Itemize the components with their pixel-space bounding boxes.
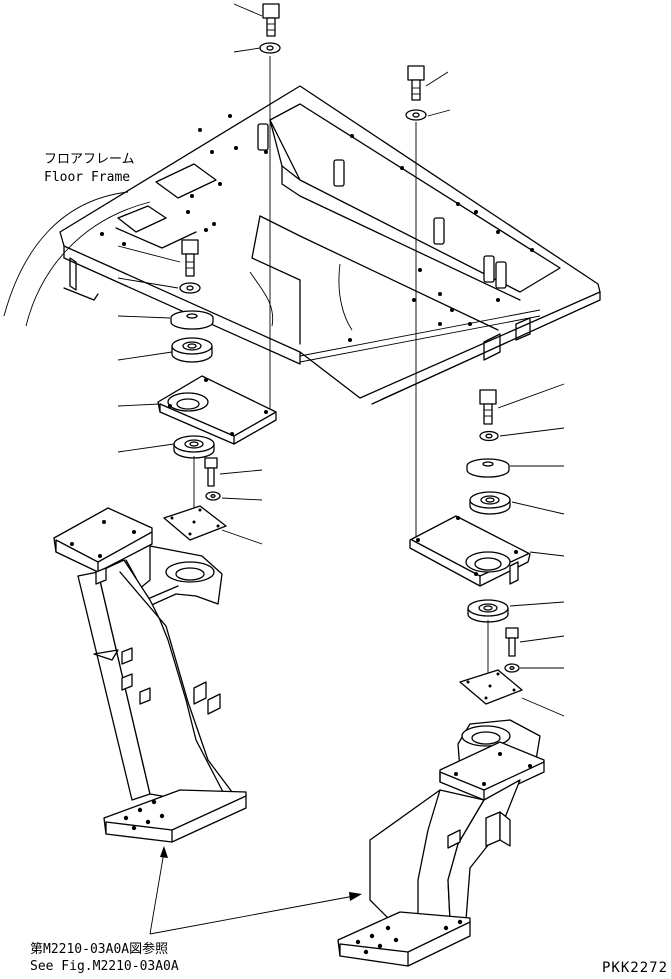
plate-washer-left [170, 310, 214, 330]
bolt-small-right [505, 627, 519, 657]
bracket-left [157, 375, 277, 445]
right-mount-stack [405, 65, 531, 705]
left-mount-stack [157, 3, 281, 541]
see-fig-label-jp: 第M2210-03A0A図参照 [30, 941, 168, 957]
leader-lines [117, 3, 565, 717]
support-leg-right [337, 719, 545, 967]
floor-frame-leader-2 [25, 201, 151, 327]
mount-rubber-left [173, 435, 215, 459]
bolt-top-left [262, 3, 280, 37]
support-leg-left [53, 507, 247, 843]
floor-frame-leader [3, 191, 129, 317]
cover-plate-left [163, 505, 227, 541]
floor-frame-label-jp: フロアフレーム [44, 152, 135, 167]
see-fig-label-en: See Fig.M2210-03A0A [30, 959, 179, 974]
bolt-small-left [204, 457, 218, 487]
bolt-top-right [407, 65, 425, 101]
washer-top-left [259, 42, 281, 54]
frame-holes [100, 114, 534, 342]
floor-frame [59, 85, 601, 405]
washer-small-left [205, 491, 221, 501]
plate-washer-right [466, 458, 510, 478]
bracket-right [409, 515, 531, 587]
cover-plate-right [459, 669, 523, 705]
washer-right [479, 430, 499, 442]
reference-arrows [149, 846, 362, 935]
bolt-left [181, 239, 199, 277]
washer-small-right [504, 663, 520, 673]
mount-rubber-right [467, 599, 509, 623]
frame-studs [257, 123, 507, 289]
cushion-right [469, 491, 511, 515]
cushion-left [171, 337, 213, 363]
washer-left [179, 282, 201, 294]
floor-frame-label-en: Floor Frame [44, 170, 130, 185]
washer-top-right [405, 109, 427, 121]
bolt-right [479, 389, 497, 425]
drawing-code: PKK2272 [602, 960, 668, 976]
